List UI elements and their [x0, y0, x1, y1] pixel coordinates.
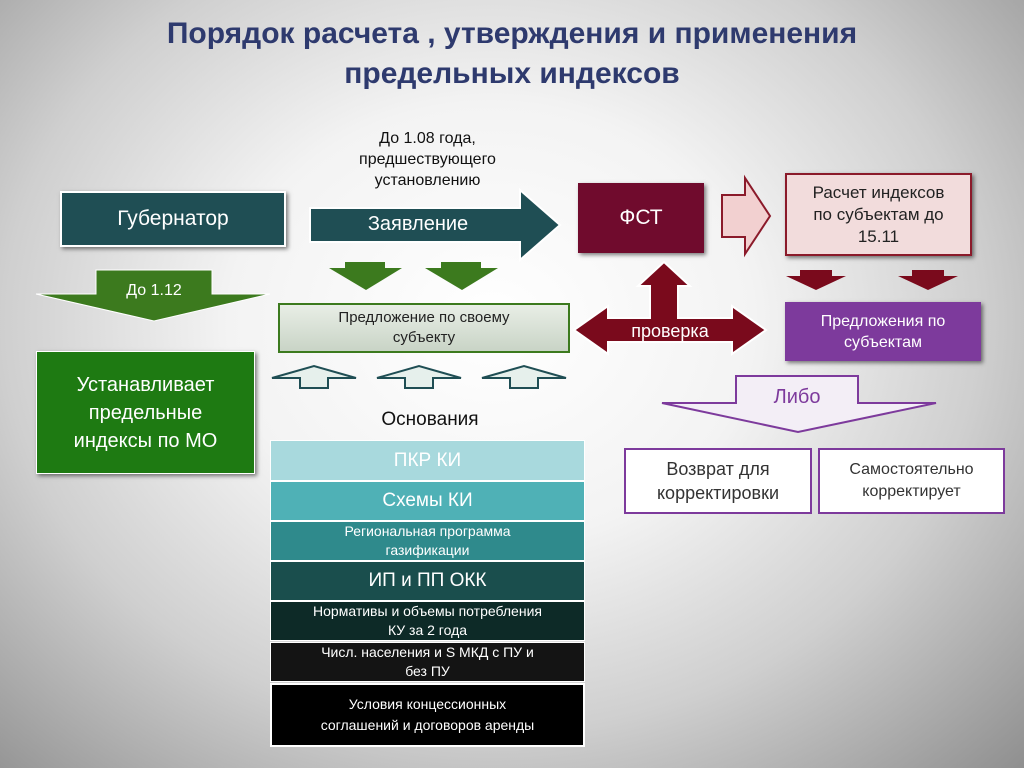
sets-line-1: Устанавливает: [76, 373, 215, 396]
calc-line-1: Расчет индексов: [812, 182, 945, 202]
sets-line-3: индексы по МО: [73, 429, 218, 452]
calc-line-3: 15.11: [857, 226, 900, 246]
sets-line-2: предельные: [88, 401, 203, 424]
governor-box: Губернатор: [60, 191, 286, 247]
up-arrow-3: [481, 364, 567, 389]
fst-label: ФСТ: [619, 206, 663, 229]
fst-to-calc-arrow: [721, 174, 772, 258]
ground-concessions-line-2: соглашений и договоров аренды: [320, 717, 535, 733]
deadline-dec-label: До 1.12: [126, 282, 182, 299]
ground-norms-line-2: КУ за 2 года: [387, 622, 468, 638]
application-arrow: [309, 187, 562, 263]
proposals-subjects-line-1: Предложения по: [820, 312, 946, 330]
page-title: Порядок расчета , утверждения и применен…: [60, 14, 964, 94]
ground-norms: Нормативы и объемы потребления КУ за 2 г…: [270, 601, 585, 641]
either-arrow: [661, 375, 937, 434]
up-arrow-1: [271, 364, 357, 389]
deadline-note-line-1: До 1.08 года,: [379, 130, 476, 147]
sets-indices-box: Устанавливает предельные индексы по МО: [36, 351, 255, 474]
proposal-own-box: Предложение по своему субъекту: [278, 303, 570, 353]
ground-regional-line-1: Региональная программа: [344, 523, 511, 539]
return-line-2: корректировки: [656, 483, 779, 503]
ground-population: Числ. населения и S МКД с ПУ и без ПУ: [270, 642, 585, 682]
title-line-1: Порядок расчета , утверждения и применен…: [166, 17, 858, 50]
deadline-dec-arrow: [35, 269, 271, 322]
title-line-2: предельных индексов: [344, 57, 680, 90]
proposal-own-line-1: Предложение по своему: [338, 309, 510, 326]
application-label: Заявление: [367, 213, 469, 235]
check-label: проверка: [631, 321, 709, 341]
deadline-note-line-3: установлению: [374, 172, 481, 189]
ground-regional: Региональная программа газификации: [270, 521, 585, 561]
ground-population-line-2: без ПУ: [405, 663, 450, 679]
ground-norms-line-1: Нормативы и объемы потребления: [313, 603, 542, 619]
proposals-subjects-line-2: субъектам: [844, 333, 922, 351]
maroon-down-arrow-2: [898, 270, 958, 290]
self-correct-box: Самостоятельно корректирует: [818, 448, 1005, 514]
ground-ip-pp: ИП и ПП ОКК: [270, 561, 585, 601]
proposals-subjects-box: Предложения по субъектам: [785, 302, 981, 361]
up-arrow-2: [376, 364, 462, 389]
deadline-note: До 1.08 года, предшествующего установлен…: [320, 128, 535, 191]
ground-regional-line-2: газификации: [385, 542, 470, 558]
deadline-note-line-2: предшествующего: [359, 151, 496, 168]
governor-label: Губернатор: [117, 207, 229, 230]
maroon-down-arrow-1: [786, 270, 846, 290]
ground-ip-pp-label: ИП и ПП ОКК: [368, 570, 487, 591]
calc-line-2: по субъектам до: [813, 204, 944, 224]
ground-population-line-1: Числ. населения и S МКД с ПУ и: [321, 644, 534, 660]
ground-concessions-line-1: Условия концессионных: [348, 696, 507, 712]
ground-pkr-label: ПКР КИ: [393, 449, 462, 471]
return-box: Возврат для корректировки: [624, 448, 812, 514]
green-down-arrow-2: [425, 262, 498, 290]
either-label: Либо: [773, 386, 821, 408]
self-correct-line-2: корректирует: [862, 483, 961, 500]
calc-indices-box: Расчет индексов по субъектам до 15.11: [785, 173, 972, 256]
ground-concessions: Условия концессионных соглашений и догов…: [270, 683, 585, 747]
ground-schemes-label: Схемы КИ: [382, 490, 473, 511]
ground-schemes: Схемы КИ: [270, 481, 585, 521]
fst-box: ФСТ: [578, 183, 704, 253]
self-correct-line-1: Самостоятельно: [849, 461, 974, 478]
check-arrow: [572, 260, 768, 356]
return-line-1: Возврат для: [666, 459, 770, 479]
ground-pkr: ПКР КИ: [270, 440, 585, 481]
proposal-own-line-2: субъекту: [392, 329, 456, 346]
green-down-arrow-1: [329, 262, 402, 290]
grounds-label: Основания: [381, 409, 479, 430]
